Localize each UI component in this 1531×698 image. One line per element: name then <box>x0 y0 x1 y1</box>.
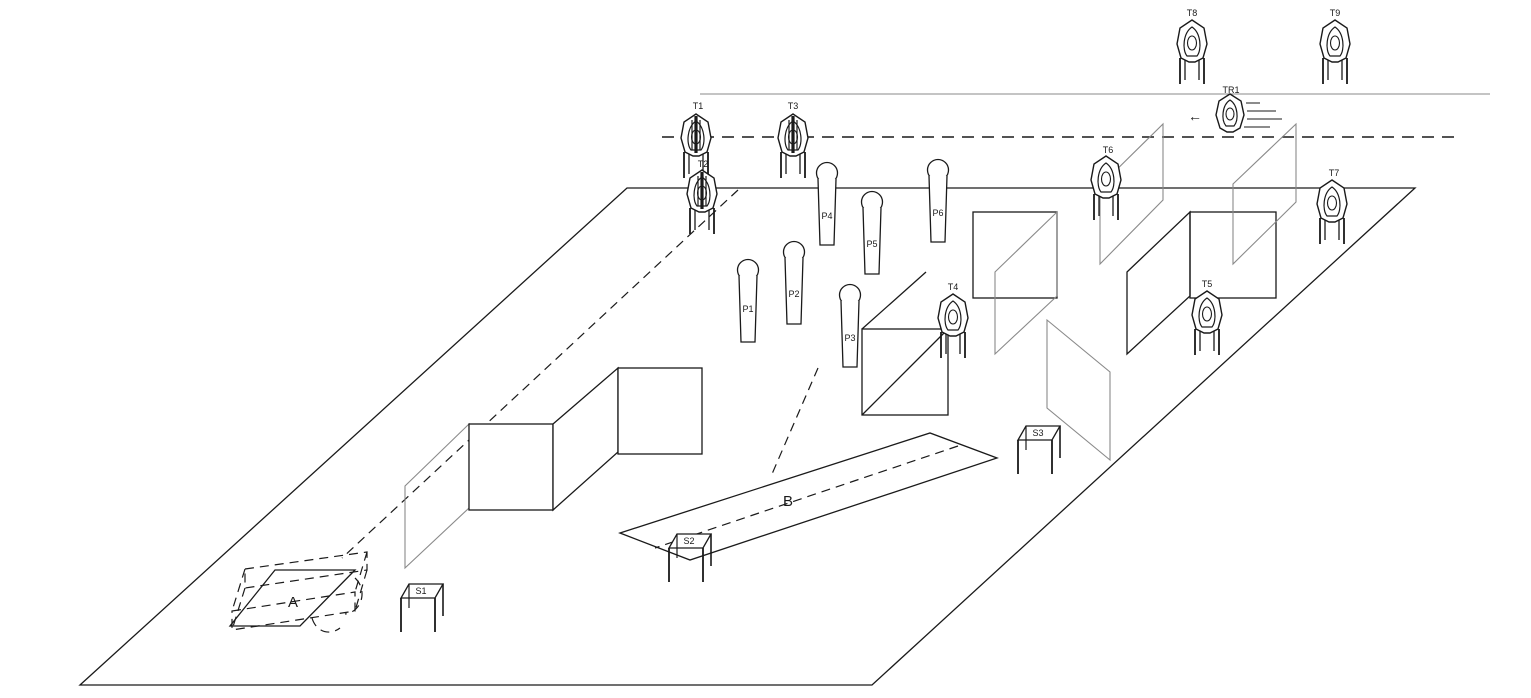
target-label-t1: T1 <box>693 101 704 111</box>
wall-left-4 <box>617 367 703 455</box>
target-t8: T8 <box>1176 8 1208 85</box>
table-s1: S1 <box>400 583 444 633</box>
target-label-t4: T4 <box>948 282 959 292</box>
shooting-area-b <box>618 432 999 561</box>
target-t9: T9 <box>1319 8 1351 85</box>
popper-label-p3: P3 <box>844 333 855 343</box>
sight-line-b <box>771 367 819 475</box>
shooting-area-a <box>228 551 368 633</box>
area-label-a: A <box>288 594 298 611</box>
target-t1: T1 <box>680 101 712 179</box>
wall-t6 <box>1099 122 1164 266</box>
area-label-b: B <box>783 493 793 510</box>
area-b-centerline <box>654 445 959 549</box>
sight-line-a <box>341 189 739 559</box>
moving-target-label: TR1 <box>1222 85 1239 95</box>
target-t2: T2 <box>686 159 718 235</box>
target-label-t8: T8 <box>1187 8 1198 18</box>
wall-right <box>1126 122 1297 356</box>
table-label-s3: S3 <box>1032 428 1043 438</box>
popper-p1: P1 <box>736 258 760 343</box>
popper-p6: P6 <box>926 158 950 243</box>
table-s3: S3 <box>1017 425 1061 475</box>
target-t7: T7 <box>1316 168 1348 245</box>
popper-label-p5: P5 <box>866 239 877 249</box>
popper-p4: P4 <box>815 161 839 246</box>
popper-label-p6: P6 <box>932 208 943 218</box>
popper-p5: P5 <box>860 190 884 275</box>
popper-label-p1: P1 <box>742 304 753 314</box>
target-label-t5: T5 <box>1202 279 1213 289</box>
target-label-t2: T2 <box>698 159 709 169</box>
target-t6: T6 <box>1090 145 1122 221</box>
target-t5: T5 <box>1191 279 1223 356</box>
wall-left-3 <box>552 366 619 512</box>
popper-label-p4: P4 <box>821 211 832 221</box>
table-label-s2: S2 <box>683 536 694 546</box>
target-t3: T3 <box>777 101 809 179</box>
mover-direction-arrow: ← <box>1188 108 1202 124</box>
wall-center <box>861 271 949 416</box>
target-label-t3: T3 <box>788 101 799 111</box>
popper-p3: P3 <box>838 283 862 368</box>
target-t4: T4 <box>937 282 969 359</box>
wall-s3 <box>1046 318 1111 462</box>
table-s2: S2 <box>668 533 712 583</box>
target-label-t7: T7 <box>1329 168 1340 178</box>
wall-left-1 <box>404 422 470 570</box>
popper-label-p2: P2 <box>788 289 799 299</box>
popper-p2: P2 <box>782 240 806 325</box>
moving-target-tr1: TR1 <box>1215 85 1282 133</box>
stage-floor <box>78 187 1417 686</box>
table-label-s1: S1 <box>415 586 426 596</box>
target-label-t6: T6 <box>1103 145 1114 155</box>
wall-left-2 <box>468 423 554 511</box>
target-label-t9: T9 <box>1330 8 1341 18</box>
wall-right-center <box>972 210 1058 356</box>
